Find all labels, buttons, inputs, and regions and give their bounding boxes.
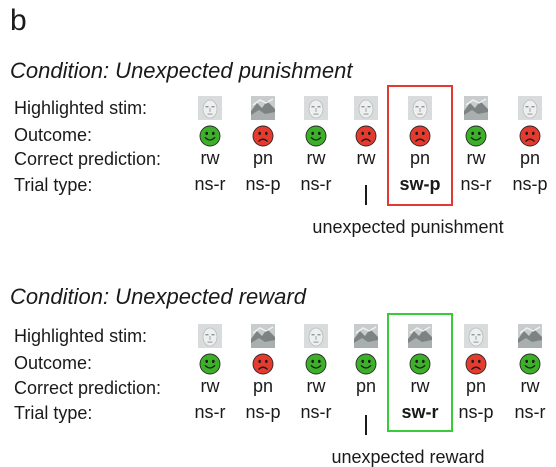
face-stimulus-icon xyxy=(518,96,542,120)
frown-punishment-icon xyxy=(252,353,274,375)
face-stimulus-icon xyxy=(304,96,328,120)
outcome xyxy=(199,353,221,375)
condition-title: Condition: Unexpected punishment xyxy=(10,58,353,83)
scene-stimulus-icon xyxy=(464,96,488,120)
callout-tick xyxy=(365,185,367,205)
scene-stimulus-icon xyxy=(408,324,432,348)
correct-prediction-value: rw xyxy=(306,376,326,396)
row-label-outcome: Outcome: xyxy=(14,353,93,373)
condition-title: Condition: Unexpected reward xyxy=(10,284,306,309)
outcome xyxy=(199,125,221,147)
trial-type-value: ns-r xyxy=(300,402,332,422)
outcome xyxy=(409,125,431,147)
smiley-reward-icon xyxy=(465,125,487,147)
highlighted-stim xyxy=(408,96,432,120)
smiley-reward-icon xyxy=(305,353,327,375)
outcome xyxy=(409,353,431,375)
callout-tick xyxy=(365,415,367,435)
trial-type-value: ns-p xyxy=(458,402,494,422)
correct-prediction-value: rw xyxy=(200,148,220,168)
callout-label: unexpected punishment xyxy=(312,217,504,237)
correct-prediction-value: pn xyxy=(409,148,431,168)
trial-type-value: sw-r xyxy=(401,402,439,422)
outcome xyxy=(305,125,327,147)
smiley-reward-icon xyxy=(199,353,221,375)
outcome xyxy=(519,353,541,375)
correct-prediction-value: pn xyxy=(465,376,487,396)
trial-type-value: ns-r xyxy=(194,402,226,422)
smiley-reward-icon xyxy=(199,125,221,147)
outcome xyxy=(252,125,274,147)
face-stimulus-icon xyxy=(408,96,432,120)
highlighted-stim xyxy=(354,324,378,348)
trial-type-value: ns-p xyxy=(245,402,281,422)
scene-stimulus-icon xyxy=(518,324,542,348)
outcome xyxy=(355,353,377,375)
highlighted-stim xyxy=(251,324,275,348)
trial-type-value: ns-r xyxy=(194,174,226,194)
outcome xyxy=(465,353,487,375)
trial-type-value: ns-p xyxy=(245,174,281,194)
panel-letter: b xyxy=(10,4,27,37)
row-label-correct-prediction: Correct prediction: xyxy=(14,378,162,398)
correct-prediction-value: pn xyxy=(519,148,541,168)
correct-prediction-value: pn xyxy=(355,376,377,396)
outcome xyxy=(355,125,377,147)
face-stimulus-icon xyxy=(198,324,222,348)
row-label-trial-type: Trial type: xyxy=(14,403,93,423)
highlighted-stim xyxy=(354,96,378,120)
correct-prediction-value: pn xyxy=(252,376,274,396)
correct-prediction-value: rw xyxy=(306,148,326,168)
smiley-reward-icon xyxy=(519,353,541,375)
outcome xyxy=(305,353,327,375)
smiley-reward-icon xyxy=(355,353,377,375)
outcome xyxy=(465,125,487,147)
frown-punishment-icon xyxy=(409,125,431,147)
face-stimulus-icon xyxy=(304,324,328,348)
scene-stimulus-icon xyxy=(251,96,275,120)
frown-punishment-icon xyxy=(355,125,377,147)
trial-type-value: sw-p xyxy=(399,174,441,194)
highlighted-stim xyxy=(304,324,328,348)
frown-punishment-icon xyxy=(252,125,274,147)
highlighted-stim xyxy=(518,324,542,348)
callout-label: unexpected reward xyxy=(331,447,485,467)
highlighted-stim xyxy=(304,96,328,120)
highlighted-stim xyxy=(408,324,432,348)
frown-punishment-icon xyxy=(465,353,487,375)
trial-type-value: ns-p xyxy=(512,174,548,194)
outcome xyxy=(252,353,274,375)
highlighted-stim xyxy=(198,96,222,120)
switch-trial-highlight-box xyxy=(387,313,453,432)
outcome xyxy=(519,125,541,147)
correct-prediction-value: rw xyxy=(466,148,486,168)
highlighted-stim xyxy=(198,324,222,348)
trial-type-value: ns-r xyxy=(514,402,546,422)
row-label-outcome: Outcome: xyxy=(14,125,93,145)
scene-stimulus-icon xyxy=(251,324,275,348)
highlighted-stim xyxy=(464,96,488,120)
trial-type-value: ns-r xyxy=(460,174,492,194)
smiley-reward-icon xyxy=(305,125,327,147)
switch-trial-highlight-box xyxy=(387,85,453,206)
correct-prediction-value: pn xyxy=(252,148,274,168)
face-stimulus-icon xyxy=(464,324,488,348)
row-label-highlighted-stim: Highlighted stim: xyxy=(14,98,148,118)
highlighted-stim xyxy=(464,324,488,348)
correct-prediction-value: rw xyxy=(356,148,376,168)
face-stimulus-icon xyxy=(354,96,378,120)
frown-punishment-icon xyxy=(519,125,541,147)
highlighted-stim xyxy=(518,96,542,120)
correct-prediction-value: rw xyxy=(520,376,540,396)
row-label-correct-prediction: Correct prediction: xyxy=(14,149,162,169)
face-stimulus-icon xyxy=(198,96,222,120)
highlighted-stim xyxy=(251,96,275,120)
row-label-highlighted-stim: Highlighted stim: xyxy=(14,326,148,346)
trial-type-value: ns-r xyxy=(300,174,332,194)
smiley-reward-icon xyxy=(409,353,431,375)
correct-prediction-value: rw xyxy=(200,376,220,396)
scene-stimulus-icon xyxy=(354,324,378,348)
row-label-trial-type: Trial type: xyxy=(14,175,93,195)
correct-prediction-value: rw xyxy=(410,376,430,396)
